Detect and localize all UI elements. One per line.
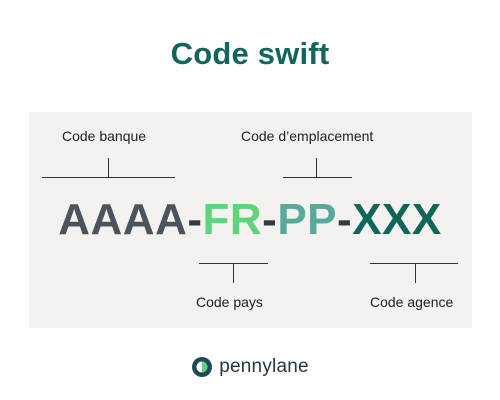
branch-code-segment: XXX bbox=[352, 195, 442, 244]
country-code-segment: FR bbox=[202, 195, 263, 244]
separator: - bbox=[187, 195, 203, 244]
location-code-segment: PP bbox=[277, 195, 338, 244]
separator: - bbox=[337, 195, 353, 244]
swift-code-sample: AAAA-FR-PP-XXX bbox=[0, 196, 500, 244]
pennylane-logo: pennylane bbox=[0, 354, 500, 380]
country-code-label: Code pays bbox=[196, 294, 263, 310]
diagram-panel bbox=[29, 112, 472, 328]
pennylane-logo-icon bbox=[192, 357, 213, 377]
branch-code-bracket bbox=[370, 263, 458, 264]
location-code-label: Code d’emplacement bbox=[241, 128, 374, 144]
bank-code-bracket bbox=[42, 177, 175, 178]
page-title: Code swift bbox=[170, 36, 330, 71]
bank-code-bracket-stem bbox=[108, 158, 109, 178]
branch-code-label: Code agence bbox=[370, 294, 454, 310]
bank-code-label: Code banque bbox=[62, 128, 147, 144]
branch-code-bracket-stem bbox=[415, 263, 416, 283]
country-code-bracket-stem bbox=[233, 263, 234, 283]
bank-code-segment: AAAA bbox=[58, 195, 188, 244]
location-code-bracket-stem bbox=[316, 158, 317, 178]
pennylane-logo-text: pennylane bbox=[219, 356, 309, 377]
separator: - bbox=[262, 195, 278, 244]
location-code-bracket bbox=[283, 177, 352, 178]
